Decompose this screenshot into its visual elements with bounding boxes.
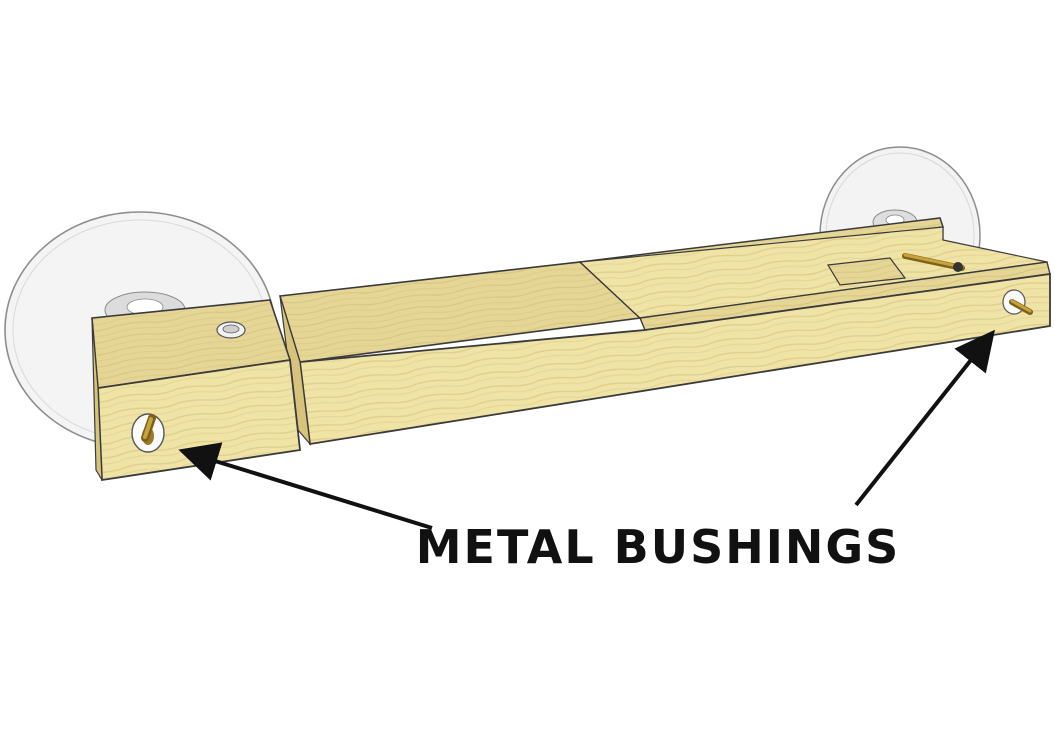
metal-bushings-label: METAL BUSHINGS bbox=[416, 520, 900, 574]
right-metal-bushing bbox=[1002, 289, 1033, 315]
arrow-to-right-bushing bbox=[854, 329, 995, 507]
chassis-main-body bbox=[278, 226, 1051, 446]
left-metal-bushing bbox=[131, 413, 165, 453]
arrow-to-left-bushing bbox=[178, 442, 433, 530]
